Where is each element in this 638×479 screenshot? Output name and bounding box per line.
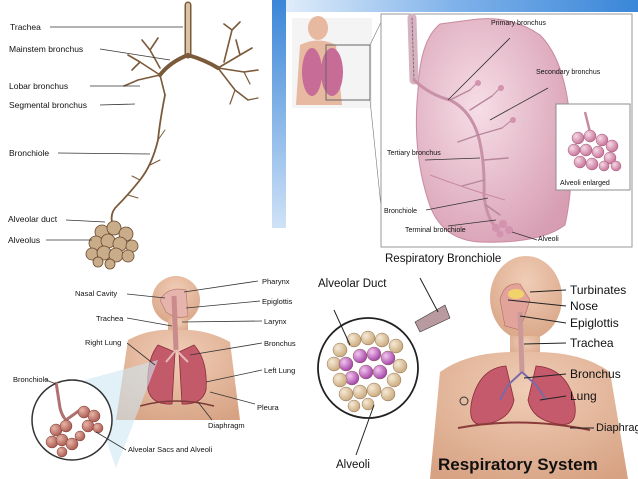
label-alveolus: Alveolus (8, 235, 40, 245)
lung-airways (407, 13, 513, 227)
label-turbinates: Turbinates (570, 283, 626, 297)
label-mainstem-bronchus: Mainstem bronchus (9, 44, 83, 54)
label-nose: Nose (570, 299, 598, 313)
label-secondary-bronchus: Secondary bronchus (536, 69, 601, 76)
alveoli-enlarged-inset (555, 103, 631, 191)
bottom-left-pointers (45, 280, 263, 451)
label-segmental-bronchus: Segmental bronchus (9, 100, 87, 110)
lung-lobe-fissure (429, 174, 506, 201)
label-left-lung: Left Lung (264, 366, 295, 375)
label-epiglottis-br: Epiglottis (570, 316, 619, 330)
label-bronchiole-tr: Bronchiole (384, 208, 417, 215)
bottom-right-pointers (333, 277, 594, 456)
label-bronchus-br: Bronchus (570, 367, 621, 381)
alveolar-duct-magnified-view (317, 304, 451, 419)
label-lobar-bronchus: Lobar bronchus (9, 81, 68, 91)
label-bronchiole: Bronchiole (9, 148, 49, 158)
blue-background-band (272, 0, 638, 12)
bottom-left-labels: Nasal Cavity Trachea Right Lung Pharynx … (13, 277, 296, 454)
top-left-labels: Trachea Mainstem bronchus Lobar bronchus… (8, 22, 87, 245)
label-alveoli-tr: Alveoli (538, 236, 559, 243)
label-diaphragm-br: Diaphragm (596, 422, 638, 434)
lung-thumbnail (292, 13, 386, 246)
label-alveolar-duct: Alveolar duct (8, 214, 58, 224)
label-tertiary-bronchus: Tertiary bronchus (387, 150, 441, 157)
bronchial-tree-drawing (110, 1, 259, 223)
label-larynx: Larynx (264, 317, 287, 326)
body-figure (430, 256, 628, 479)
blue-background-side (272, 0, 286, 228)
top-left-pointers (46, 26, 183, 241)
label-epiglottis-bl: Epiglottis (262, 297, 293, 306)
alveolus-cluster-sepia (85, 220, 139, 270)
label-bronchus-bl: Bronchus (264, 339, 296, 348)
label-lung-br: Lung (570, 389, 597, 403)
label-terminal-bronchiole: Terminal bronchiole (405, 227, 466, 234)
lung-alveoli-small (475, 80, 516, 238)
label-primary-bronchus: Primary bronchus (491, 20, 546, 27)
bronchiole-magnified-view (31, 360, 158, 468)
label-alveoli-br: Alveoli (336, 459, 370, 471)
label-pleura: Pleura (257, 403, 280, 412)
label-trachea: Trachea (10, 22, 41, 32)
label-diaphragm-bl: Diaphragm (208, 421, 245, 430)
label-respiratory-bronchiole: Respiratory Bronchiole (385, 253, 501, 265)
alveoli-enlarged-cluster (567, 111, 622, 172)
torso-diagram (116, 276, 240, 420)
respiratory-system-title: Respiratory System (438, 455, 598, 474)
top-right-pointers (424, 37, 549, 241)
label-trachea-br: Trachea (570, 336, 614, 350)
label-bronchiole-bl: Bronchiole (13, 375, 48, 384)
label-right-lung: Right Lung (85, 338, 121, 347)
label-nasal-cavity: Nasal Cavity (75, 289, 117, 298)
label-alveolar-duct-br: Alveolar Duct (318, 278, 387, 290)
label-alveoli-enlarged: Alveoli enlarged (560, 180, 610, 187)
top-right-labels: Primary bronchus Secondary bronchus Tert… (384, 20, 610, 243)
bottom-right-labels: Respiratory Bronchiole Alveolar Duct Alv… (318, 253, 638, 474)
label-pharynx: Pharynx (262, 277, 290, 286)
label-alveolar-sacs: Alveolar Sacs and Alveoli (128, 445, 213, 454)
label-trachea-bl: Trachea (96, 314, 124, 323)
